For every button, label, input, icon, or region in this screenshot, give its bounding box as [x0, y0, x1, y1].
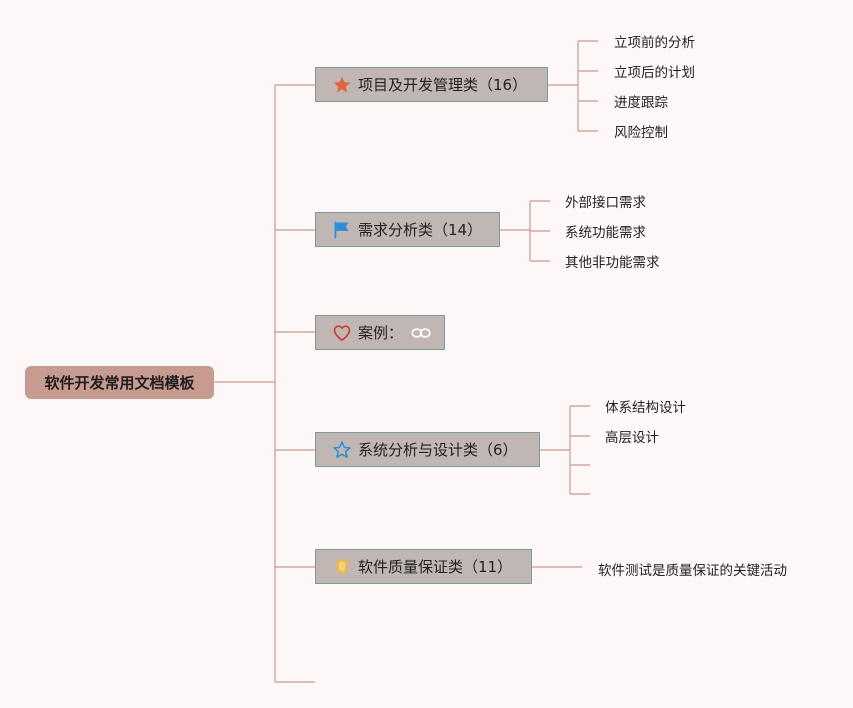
leaf-node[interactable]: 立项前的分析	[614, 35, 695, 51]
branch-system-design[interactable]: 系统分析与设计类（6）	[315, 432, 540, 467]
leaf-node[interactable]: 高层设计	[605, 430, 659, 446]
branch-label: 案例：	[358, 324, 404, 342]
branch-label: 系统分析与设计类（6）	[358, 441, 518, 459]
leaf-node[interactable]: 立项后的计划	[614, 65, 695, 81]
leaf-node[interactable]: 体系结构设计	[605, 400, 686, 416]
root-node[interactable]: 软件开发常用文档模板	[25, 366, 214, 399]
branch-project-management[interactable]: 项目及开发管理类（16）	[315, 67, 548, 102]
branch-label: 软件质量保证类（11）	[358, 558, 513, 576]
leaf-node[interactable]: 进度跟踪	[614, 95, 668, 111]
branch-label: 项目及开发管理类（16）	[358, 76, 528, 94]
branch-quality-assurance[interactable]: 软件质量保证类（11）	[315, 549, 532, 584]
branch-cases[interactable]: 案例：	[315, 315, 445, 350]
star-outline-icon	[332, 440, 352, 460]
heart-outline-icon	[332, 323, 352, 343]
star-filled-icon	[332, 75, 352, 95]
branch-label: 需求分析类（14）	[358, 221, 483, 239]
badge-icon	[332, 557, 352, 577]
leaf-node[interactable]: 软件测试是质量保证的关键活动	[598, 563, 787, 579]
link-icon[interactable]	[411, 323, 431, 343]
root-label: 软件开发常用文档模板	[44, 374, 195, 392]
leaf-node[interactable]: 外部接口需求	[565, 195, 646, 211]
branch-requirements[interactable]: 需求分析类（14）	[315, 212, 500, 247]
flag-icon	[332, 220, 352, 240]
leaf-node[interactable]: 风险控制	[614, 125, 668, 141]
leaf-node[interactable]: 系统功能需求	[565, 225, 646, 241]
leaf-node[interactable]: 其他非功能需求	[565, 255, 660, 271]
